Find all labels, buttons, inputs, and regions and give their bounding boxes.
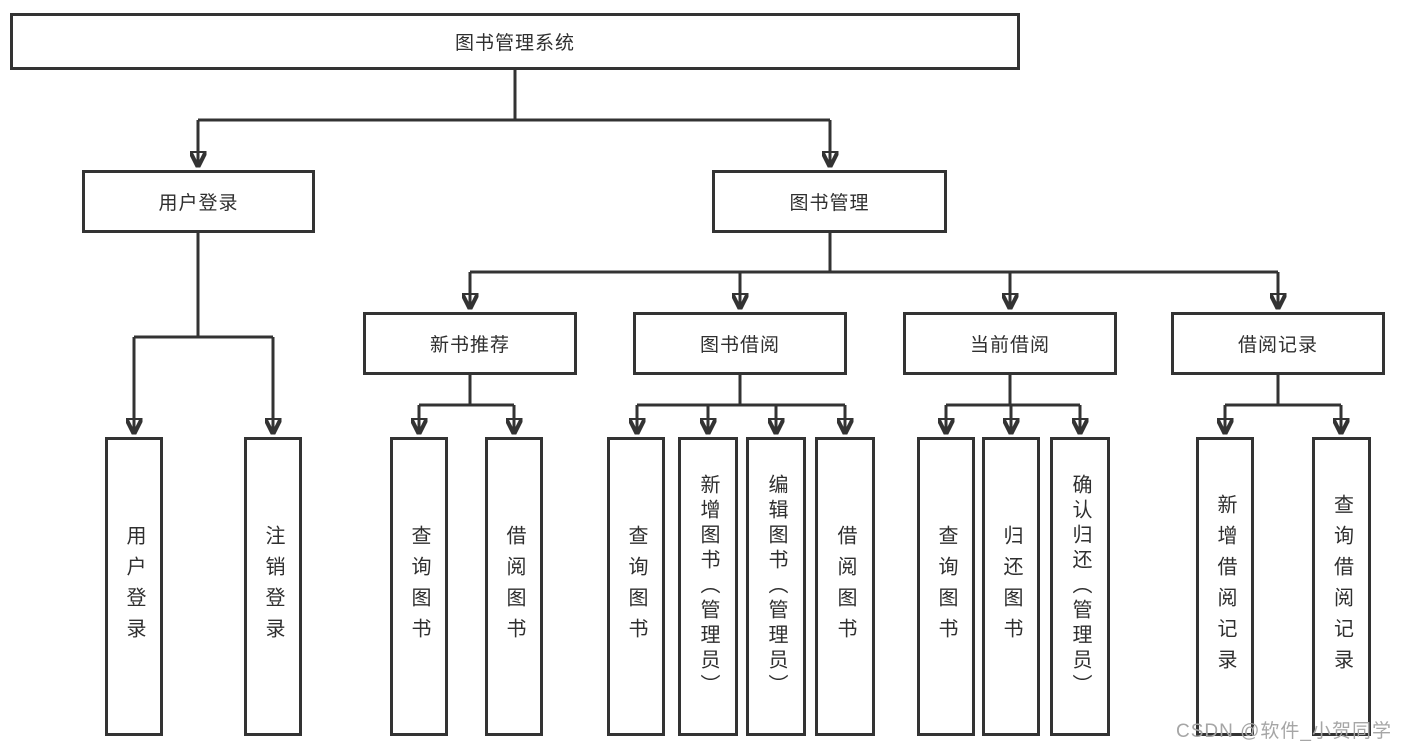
leaf-query-book-3-label: 查询图书 [935, 524, 957, 649]
leaf-return-book: 归还图书 [982, 437, 1040, 736]
node-current-borrow: 当前借阅 [903, 312, 1117, 375]
leaf-borrow-book-1: 借阅图书 [485, 437, 543, 736]
leaf-query-book-3: 查询图书 [917, 437, 975, 736]
leaf-add-book-admin-label: 新增图书（管理员） [697, 474, 719, 699]
leaf-borrow-book-2-label: 借阅图书 [834, 524, 856, 649]
leaf-borrow-book-2: 借阅图书 [815, 437, 875, 736]
leaf-query-book-1-label: 查询图书 [408, 524, 430, 649]
leaf-query-borrow-record-label: 查询借阅记录 [1330, 493, 1353, 680]
leaf-add-borrow-record: 新增借阅记录 [1196, 437, 1254, 736]
leaf-edit-book-admin: 编辑图书（管理员） [746, 437, 806, 736]
leaf-query-book-1: 查询图书 [390, 437, 448, 736]
leaf-logout: 注销登录 [244, 437, 302, 736]
leaf-return-book-label: 归还图书 [1000, 524, 1022, 649]
leaf-user-login: 用户登录 [105, 437, 163, 736]
node-new-book-recommend: 新书推荐 [363, 312, 577, 375]
leaf-query-book-2: 查询图书 [607, 437, 665, 736]
leaf-logout-label: 注销登录 [262, 524, 284, 649]
node-borrow-records: 借阅记录 [1171, 312, 1385, 375]
node-book-management: 图书管理 [712, 170, 947, 233]
leaf-query-book-2-label: 查询图书 [625, 524, 647, 649]
leaf-confirm-return-admin: 确认归还（管理员） [1050, 437, 1110, 736]
leaf-edit-book-admin-label: 编辑图书（管理员） [765, 474, 787, 699]
node-book-borrow: 图书借阅 [633, 312, 847, 375]
leaf-confirm-return-admin-label: 确认归还（管理员） [1069, 474, 1091, 699]
leaf-user-login-label: 用户登录 [123, 524, 145, 649]
leaf-add-borrow-record-label: 新增借阅记录 [1214, 493, 1236, 680]
leaf-borrow-book-1-label: 借阅图书 [503, 524, 525, 649]
node-root-system: 图书管理系统 [10, 13, 1020, 70]
leaf-query-borrow-record: 查询借阅记录 [1312, 437, 1371, 736]
node-user-login: 用户登录 [82, 170, 315, 233]
leaf-add-book-admin: 新增图书（管理员） [678, 437, 738, 736]
